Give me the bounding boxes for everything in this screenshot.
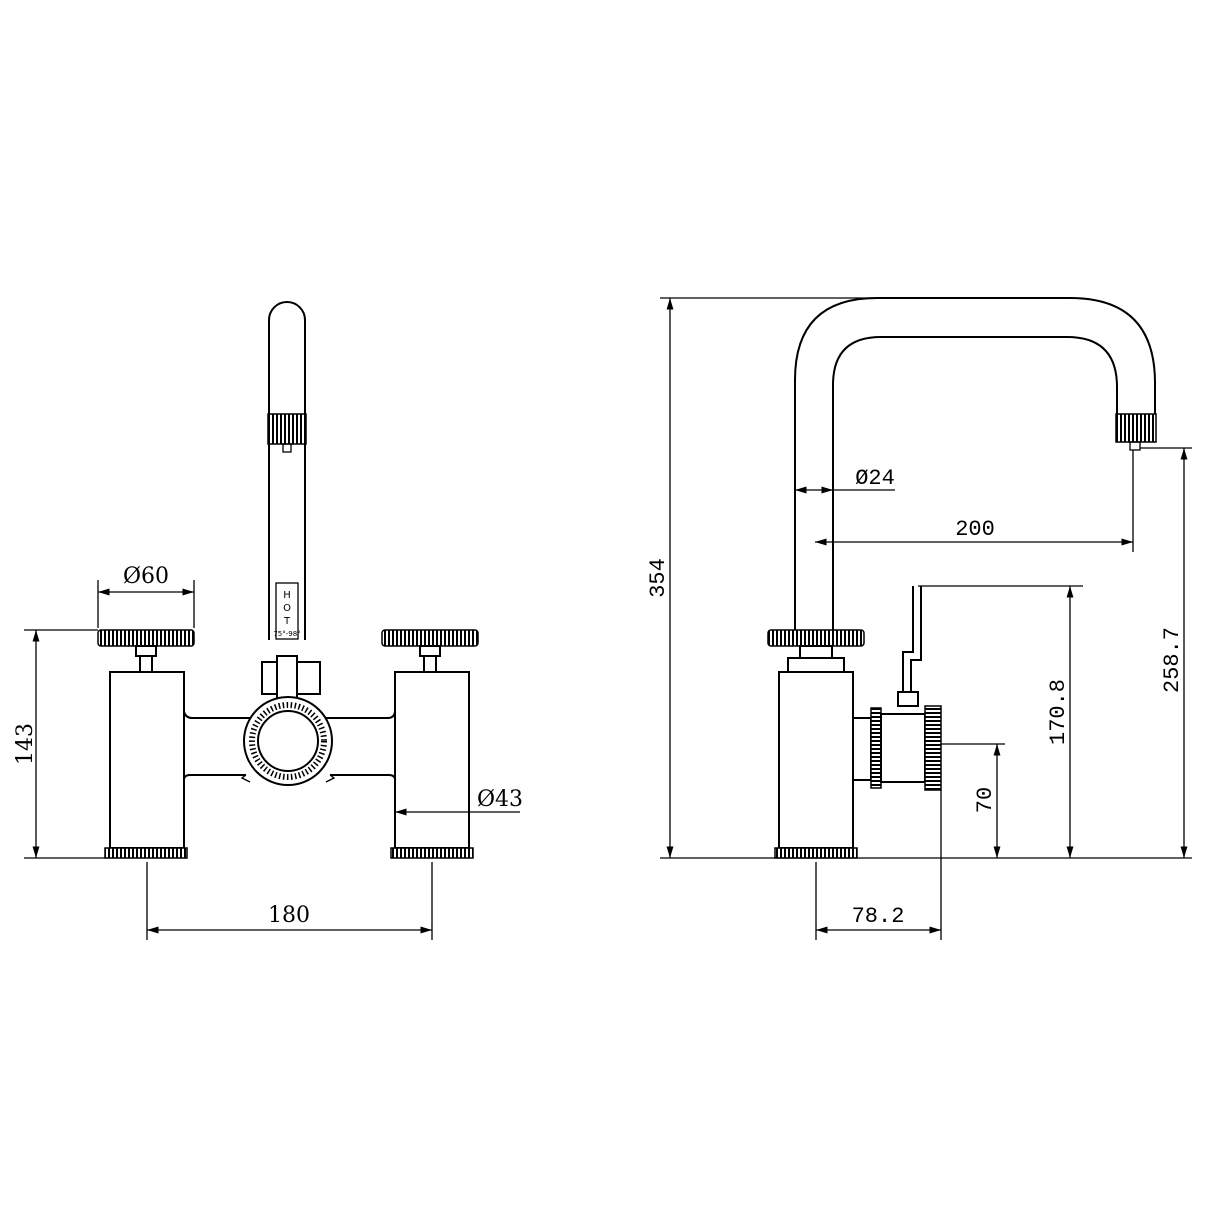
front-lower-bridge-right [330,774,396,848]
front-right-knob [381,629,479,647]
side-outlet-body [880,713,926,783]
front-left-leg [109,671,185,849]
dim-base-offset: 78.2 [852,904,905,929]
side-view: 354 Ø24 200 258.7 170.8 70 78.2 [646,297,1192,940]
dim-lever-height: 170.8 [1046,679,1071,745]
dim-leg-diameter: Ø43 [477,787,523,812]
temp-range-label: 75°-98° [273,630,300,638]
dim-total-height: 354 [646,558,671,598]
front-right-base-knurl [390,847,474,859]
side-body [778,671,854,849]
front-left-base-knurl [104,847,188,859]
front-spout-knurl-ring [267,413,307,445]
side-knob [767,629,865,647]
dim-spout-diameter: Ø24 [855,466,895,491]
side-spout-inner [832,336,1118,640]
front-left-knob-stem [139,655,153,673]
front-right-leg [394,671,470,849]
side-lever [902,586,914,692]
front-spout [268,301,306,640]
front-left-knob [97,629,195,647]
side-knob-collar [787,657,845,673]
dim-spout-height: 258.7 [1160,627,1185,693]
side-base-knurl [774,847,858,859]
dim-reach: 200 [955,517,995,542]
side-spout-knurl-ring [1115,413,1157,443]
side-outlet-knurl-right [924,705,942,791]
front-center-knob-inner [257,710,319,772]
front-view: H O T 75°-98° Ø60 [13,301,523,940]
side-outlet-knurl-left [870,707,882,789]
hot-label-letter-2: O [283,603,291,614]
dim-front-height: 143 [13,723,38,765]
hot-label-plate [275,582,299,640]
dim-center-spacing: 180 [268,903,310,928]
dim-knob-diameter: Ø60 [123,564,169,589]
front-lower-bridge-left [183,774,246,848]
dim-outlet-height: 70 [973,787,998,813]
hot-label-letter-1: H [283,590,291,601]
hot-label-letter-3: T [283,616,291,627]
front-right-knob-stem [423,655,437,673]
front-center-knob-knurl [249,702,327,780]
side-spout-outer [794,297,1156,640]
